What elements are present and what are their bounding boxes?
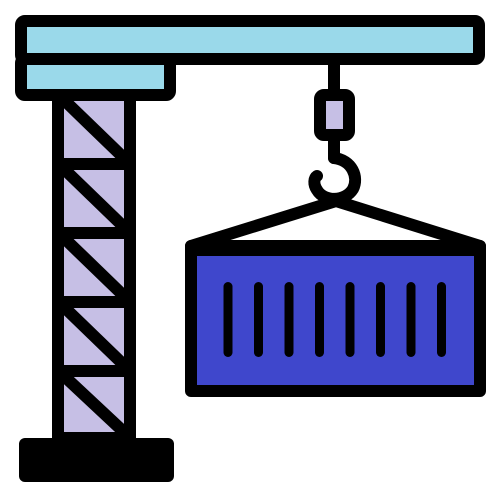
- hook-block: [314, 89, 355, 141]
- container-rib: [223, 282, 233, 357]
- mast-brace: [58, 232, 132, 304]
- mast-brace: [58, 163, 132, 235]
- container-rib: [315, 282, 324, 357]
- boom-top-bar: [15, 15, 485, 65]
- mast-brace: [58, 94, 132, 166]
- container-rib: [345, 282, 355, 357]
- crane-boom: [15, 15, 485, 101]
- container-rib: [284, 282, 294, 357]
- container-rib: [376, 282, 385, 357]
- crane-base: [19, 438, 174, 482]
- crane-mast: [52, 89, 136, 444]
- hook-icon: [308, 152, 362, 205]
- mast-rungs: [52, 158, 136, 377]
- container-rib: [406, 282, 416, 357]
- shipping-container: [185, 240, 486, 397]
- container-rib: [437, 282, 446, 357]
- hook-assembly: [308, 53, 362, 205]
- lifting-slings: [185, 195, 486, 252]
- mast-brace: [58, 301, 132, 373]
- mast-brace: [58, 370, 132, 440]
- container-rib: [254, 282, 263, 357]
- mast-braces: [58, 94, 132, 440]
- container-body: [185, 240, 486, 397]
- container-ribs: [223, 282, 446, 357]
